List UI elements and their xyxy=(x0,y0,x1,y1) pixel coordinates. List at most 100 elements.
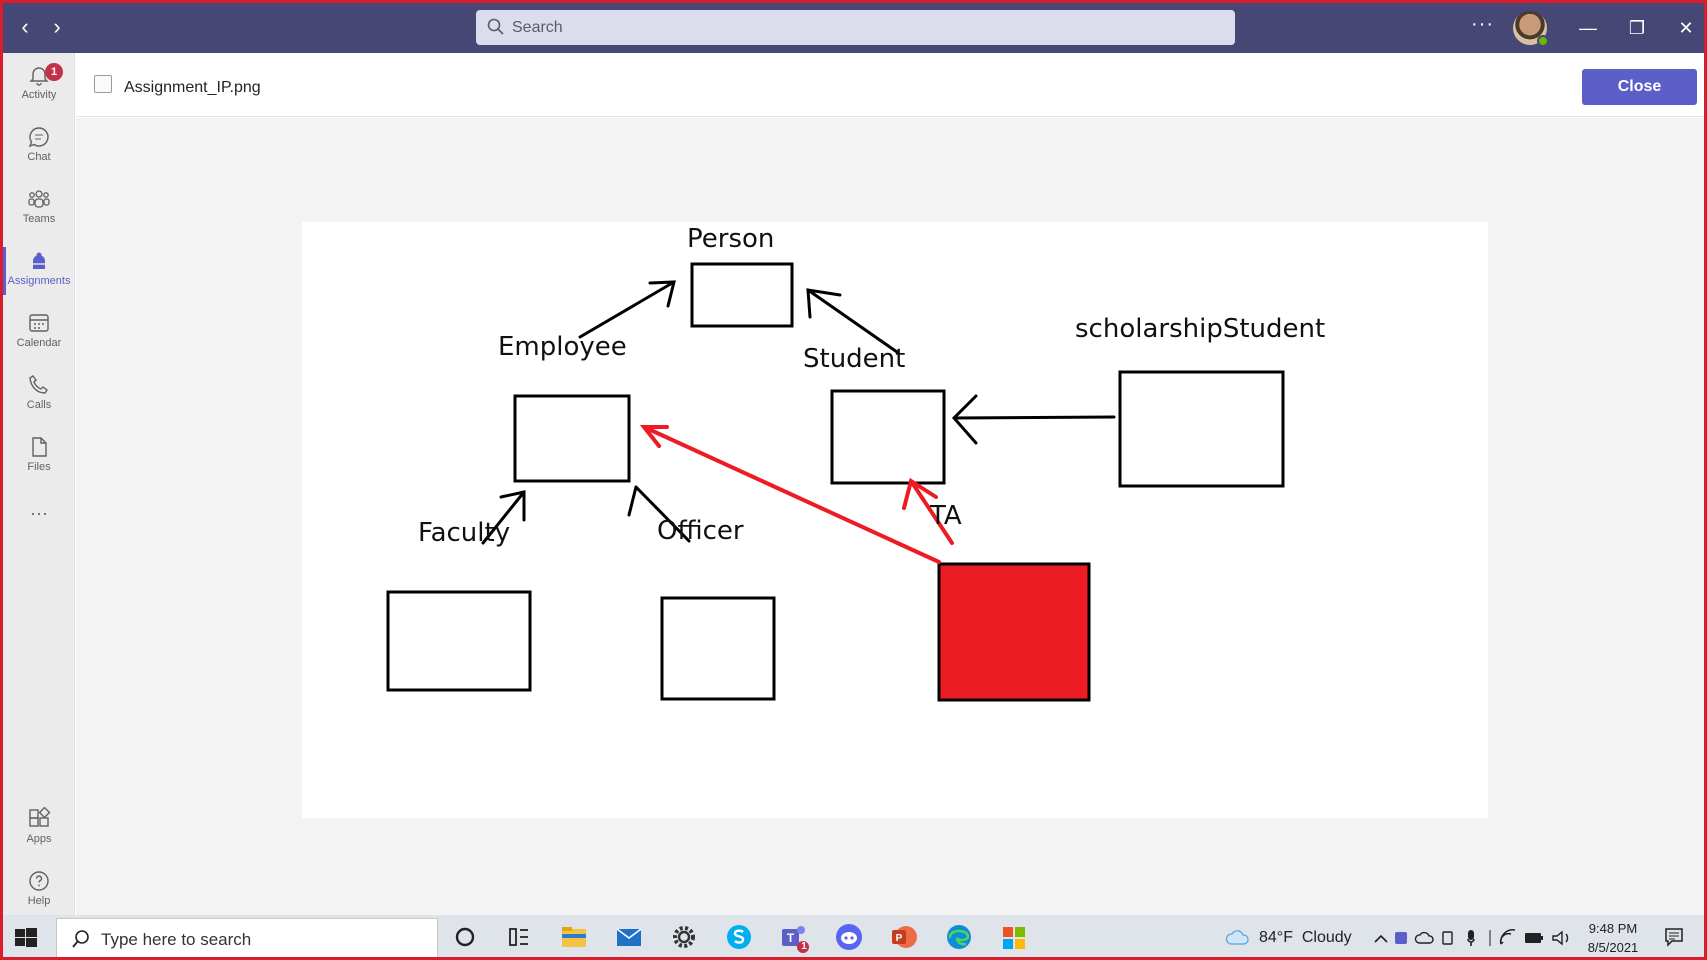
rail-item-chat[interactable]: Chat xyxy=(3,119,75,177)
file-header: Assignment_IP.png Close xyxy=(76,53,1704,117)
powerpoint-icon[interactable]: P xyxy=(887,920,921,954)
search-input[interactable]: Search xyxy=(476,10,1235,45)
rail-label: Files xyxy=(27,461,51,473)
scholarship-to-student-arrow xyxy=(951,394,1116,445)
edge-browser-icon[interactable] xyxy=(942,920,976,954)
file-explorer-icon[interactable] xyxy=(557,920,591,954)
search-icon xyxy=(487,18,504,35)
assignments-icon xyxy=(33,252,45,269)
teams-tray-icon xyxy=(1395,932,1407,944)
employee-label: Employee xyxy=(498,332,627,362)
ta-label: TA xyxy=(930,501,962,531)
phone-icon xyxy=(29,375,48,394)
restore-button[interactable]: ❐ xyxy=(1628,18,1646,38)
ta-box xyxy=(937,562,1091,702)
forward-arrow-icon[interactable]: › xyxy=(53,14,61,39)
diagram-drawing xyxy=(386,262,1285,702)
rail-item-calendar[interactable]: Calendar xyxy=(3,305,75,363)
battery-icon xyxy=(1525,933,1541,943)
calendar-icon xyxy=(29,314,49,332)
officer-label: Officer xyxy=(657,516,744,546)
chat-icon xyxy=(28,127,49,148)
teams-taskbar-badge: 1 xyxy=(801,941,807,952)
student-box xyxy=(830,389,946,485)
paint-app-icon[interactable] xyxy=(997,920,1031,954)
settings-gear-icon[interactable] xyxy=(667,920,701,954)
svg-text:T: T xyxy=(787,931,795,945)
app-rail: 1 Activity Chat Teams Assignments Calend… xyxy=(3,53,75,915)
title-bar: ‹ › Search ··· — ❐ ✕ xyxy=(3,3,1704,53)
windows-start-icon[interactable] xyxy=(13,925,39,951)
rail-label: Apps xyxy=(26,833,52,845)
class-diagram-image: Person Employee Student scholarshipStude… xyxy=(302,222,1488,818)
rail-item-apps[interactable]: Apps xyxy=(3,801,75,859)
onedrive-icon xyxy=(1414,931,1434,944)
teams-app-icon[interactable]: T xyxy=(777,920,811,954)
more-icon: ··· xyxy=(30,503,48,523)
minimize-button[interactable]: — xyxy=(1579,18,1597,38)
rail-item-calls[interactable]: Calls xyxy=(3,367,75,425)
person-box xyxy=(690,262,794,328)
ta-to-employee-arrow xyxy=(639,425,941,564)
avatar[interactable] xyxy=(1513,11,1549,47)
close-button[interactable]: Close xyxy=(1582,69,1697,105)
chevron-up-icon xyxy=(1374,934,1388,943)
clock-date: 8/5/2021 xyxy=(1587,940,1639,955)
image-viewer: Person Employee Student scholarshipStude… xyxy=(76,118,1704,915)
person-label: Person xyxy=(687,224,775,254)
employee-to-person-arrow xyxy=(578,280,676,339)
search-icon xyxy=(72,930,89,948)
apps-icon xyxy=(29,807,51,827)
rail-label: Help xyxy=(27,895,51,907)
windows-taskbar: Type here to search T 1 P 84°F Cloudy xyxy=(3,915,1704,957)
rail-item-activity[interactable]: 1 Activity xyxy=(3,57,75,115)
notification-center-icon[interactable] xyxy=(1663,926,1685,948)
activity-badge: 1 xyxy=(45,63,63,81)
volume-icon xyxy=(1552,930,1569,946)
cortana-icon[interactable] xyxy=(448,920,482,954)
rail-label: Calendar xyxy=(16,337,62,349)
officer-to-employee-arrow xyxy=(627,485,691,543)
image-file-icon xyxy=(94,75,112,93)
scholarship-student-box xyxy=(1118,370,1285,488)
rail-label: Teams xyxy=(22,213,56,225)
discord-icon[interactable] xyxy=(832,920,866,954)
system-tray xyxy=(1367,927,1647,949)
taskbar-search-placeholder: Type here to search xyxy=(101,930,252,949)
skype-icon[interactable] xyxy=(722,920,756,954)
ta-to-student-arrow xyxy=(902,477,954,545)
rail-label: Assignments xyxy=(7,275,71,287)
bell-icon xyxy=(29,67,49,86)
help-icon xyxy=(29,871,49,891)
file-name: Assignment_IP.png xyxy=(124,79,261,96)
teams-icon xyxy=(28,190,50,208)
faculty-box xyxy=(386,590,532,692)
officer-box xyxy=(660,596,776,701)
student-label: Student xyxy=(803,344,906,374)
rail-label: Calls xyxy=(26,399,52,411)
taskbar-clock[interactable]: 9:48 PM 8/5/2021 xyxy=(1573,919,1653,957)
window-close-button[interactable]: ✕ xyxy=(1678,18,1694,38)
rail-label: Chat xyxy=(27,151,51,163)
cloud-weather-icon xyxy=(1225,930,1249,945)
rail-item-more[interactable]: ··· xyxy=(3,503,75,533)
scholarship-student-label: scholarshipStudent xyxy=(1075,314,1326,344)
faculty-to-employee-arrow xyxy=(481,490,526,545)
rail-item-files[interactable]: Files xyxy=(3,429,75,487)
employee-box xyxy=(513,394,631,483)
rail-item-help[interactable]: Help xyxy=(3,863,75,921)
wifi-icon xyxy=(1499,929,1516,945)
rail-item-teams[interactable]: Teams xyxy=(3,181,75,239)
weather-text[interactable]: 84°F Cloudy xyxy=(1259,929,1352,946)
rail-item-assignments[interactable]: Assignments xyxy=(3,243,75,301)
mail-icon[interactable] xyxy=(612,920,646,954)
back-arrow-icon[interactable]: ‹ xyxy=(21,14,29,39)
taskbar-search-input[interactable]: Type here to search xyxy=(56,918,438,957)
task-view-icon[interactable] xyxy=(502,920,536,954)
rail-label: Activity xyxy=(21,89,57,101)
svg-text:P: P xyxy=(896,933,903,944)
device-icon xyxy=(1442,931,1453,945)
more-options-icon[interactable]: ··· xyxy=(1471,13,1494,35)
clock-time: 9:48 PM xyxy=(1588,921,1638,936)
